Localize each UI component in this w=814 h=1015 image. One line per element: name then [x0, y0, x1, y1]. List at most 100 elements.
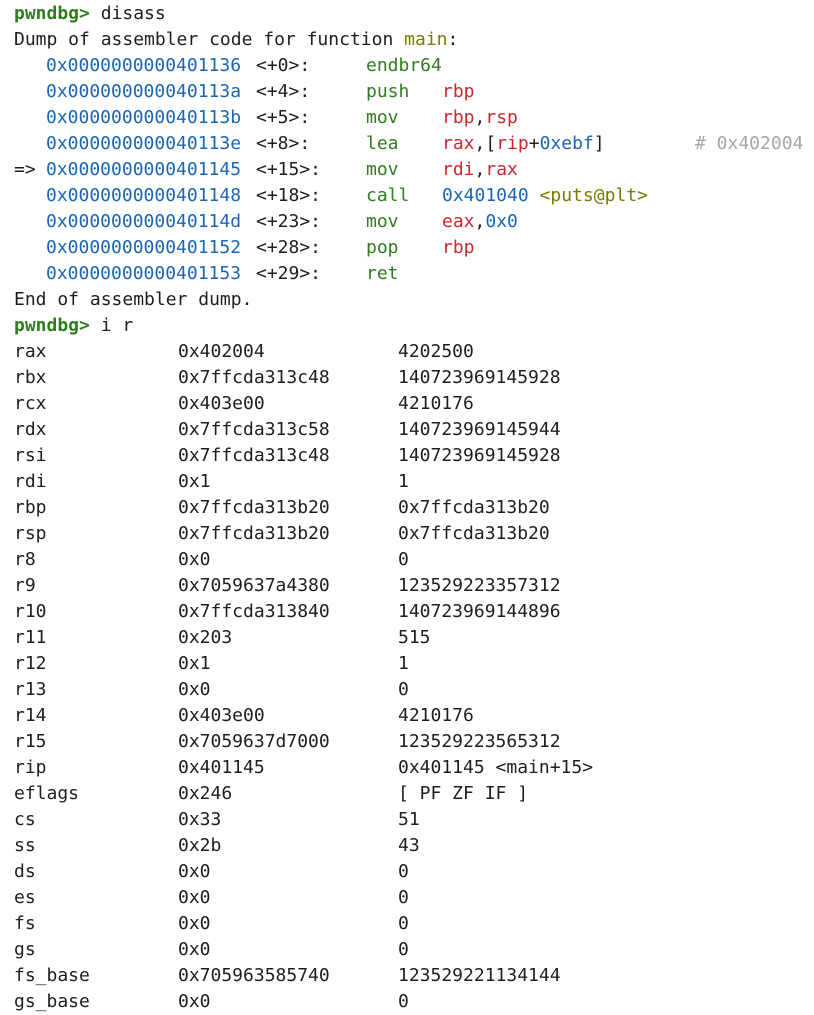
- instruction-mnemonic: mov: [366, 107, 399, 128]
- register-name: r13: [14, 679, 47, 700]
- register-value: 0: [398, 913, 409, 934]
- register-hex: 0x246: [178, 783, 233, 804]
- register-name: ds: [14, 861, 36, 882]
- register-name: rbp: [14, 497, 47, 518]
- register-value: 0: [398, 887, 409, 908]
- register-hex: 0x402004: [178, 341, 265, 362]
- instruction-operands: rbp: [442, 79, 475, 105]
- register-name: rax: [14, 341, 47, 362]
- register-name: gs: [14, 939, 36, 960]
- register-value: 123529221134144: [398, 965, 561, 986]
- function-name: main: [404, 29, 448, 50]
- dump-header-text: Dump of assembler code for function: [14, 29, 394, 50]
- register-name: r8: [14, 549, 36, 570]
- register-value: 0x7ffcda313b20: [398, 497, 550, 518]
- instruction-mnemonic: ret: [366, 263, 399, 284]
- instruction-offset: <+0>:: [256, 55, 311, 76]
- register-value: 4210176: [398, 705, 474, 726]
- register-name: rip: [14, 757, 47, 778]
- operand-dst: rbp: [442, 81, 475, 102]
- register-hex: 0x0: [178, 913, 211, 934]
- register-name: rdi: [14, 471, 47, 492]
- register-hex: 0x2b: [178, 835, 222, 856]
- prompt: pwndbg>: [14, 315, 90, 336]
- register-name: r12: [14, 653, 47, 674]
- register-value: 1: [398, 471, 409, 492]
- register-name: r15: [14, 731, 47, 752]
- register-hex: 0x7ffcda313b20: [178, 497, 330, 518]
- instruction-operands: rdi,rax: [442, 157, 518, 183]
- register-hex: 0x7059637d7000: [178, 731, 330, 752]
- dump-header: Dump of assembler code for function main…: [14, 27, 458, 53]
- register-hex: 0x7059637a4380: [178, 575, 330, 596]
- operand-separator: ,: [474, 211, 486, 232]
- register-value: 0: [398, 549, 409, 570]
- register-hex: 0x0: [178, 939, 211, 960]
- register-name: cs: [14, 809, 36, 830]
- instruction-address: 0x0000000000401145: [46, 159, 242, 180]
- call-target: 0x401040: [442, 185, 529, 206]
- instruction-operands: rbp: [442, 235, 475, 261]
- register-hex: 0x705963585740: [178, 965, 330, 986]
- register-hex: 0x7ffcda313c48: [178, 367, 330, 388]
- register-value: 4210176: [398, 393, 474, 414]
- instruction-offset: <+29>:: [256, 263, 322, 284]
- register-hex: 0x7ffcda313b20: [178, 523, 330, 544]
- register-value: 0: [398, 679, 409, 700]
- register-hex: 0x0: [178, 679, 211, 700]
- register-hex: 0x0: [178, 887, 211, 908]
- register-hex: 0x403e00: [178, 705, 265, 726]
- instruction-address: 0x000000000040114d: [46, 211, 242, 232]
- instruction-address: 0x000000000040113a: [46, 81, 242, 102]
- register-hex: 0x7ffcda313c58: [178, 419, 330, 440]
- instruction-offset: <+4>:: [256, 81, 311, 102]
- instruction-operands: eax,0x0: [442, 209, 518, 235]
- instruction-offset: <+5>:: [256, 107, 311, 128]
- operand-separator: ,: [474, 107, 486, 128]
- register-hex: 0x203: [178, 627, 233, 648]
- instruction-operands: 0x401040 <puts@plt>: [442, 183, 648, 209]
- register-hex: 0x0: [178, 991, 211, 1012]
- instruction-offset: <+15>:: [256, 159, 322, 180]
- register-value: 515: [398, 627, 431, 648]
- register-hex: 0x1: [178, 471, 211, 492]
- register-value: 1: [398, 653, 409, 674]
- instruction-offset: <+18>:: [256, 185, 322, 206]
- dump-footer: End of assembler dump.: [14, 289, 253, 310]
- register-name: eflags: [14, 783, 80, 804]
- operand-dst: rdi: [442, 159, 475, 180]
- instruction-mnemonic: call: [366, 185, 410, 206]
- instruction-operands: rax,[rip+0xebf]: [442, 131, 605, 157]
- instruction-address: 0x0000000000401136: [46, 55, 242, 76]
- operand-dst: rbp: [442, 107, 475, 128]
- register-name: r14: [14, 705, 47, 726]
- register-value: 140723969144896: [398, 601, 561, 622]
- register-value: 123529223357312: [398, 575, 561, 596]
- register-name: r10: [14, 601, 47, 622]
- operand-separator: ,: [474, 159, 486, 180]
- operand-src: rax: [485, 159, 518, 180]
- instruction-address: 0x0000000000401153: [46, 263, 242, 284]
- register-value: 0: [398, 939, 409, 960]
- register-value: 123529223565312: [398, 731, 561, 752]
- register-name: rdx: [14, 419, 47, 440]
- register-value: 0x401145 <main+15>: [398, 757, 594, 778]
- instruction-address: 0x0000000000401148: [46, 185, 242, 206]
- prompt-line-info-registers: pwndbg> i r: [14, 313, 133, 339]
- call-symbol: <puts@plt>: [539, 185, 648, 206]
- operand-bracket-close: ]: [593, 133, 605, 154]
- operand-dst: eax: [442, 211, 475, 232]
- header-colon: :: [447, 29, 459, 50]
- prompt-line-disass: pwndbg> disass: [14, 1, 166, 27]
- register-value: 140723969145928: [398, 367, 561, 388]
- instruction-address: 0x0000000000401152: [46, 237, 242, 258]
- operand-immediate: 0xebf: [539, 133, 594, 154]
- operand-dst: rbp: [442, 237, 475, 258]
- register-value: 43: [398, 835, 420, 856]
- register-name: rsi: [14, 445, 47, 466]
- register-hex: 0x7ffcda313840: [178, 601, 330, 622]
- instruction-mnemonic: pop: [366, 237, 399, 258]
- register-hex: 0x401145: [178, 757, 265, 778]
- register-name: rcx: [14, 393, 47, 414]
